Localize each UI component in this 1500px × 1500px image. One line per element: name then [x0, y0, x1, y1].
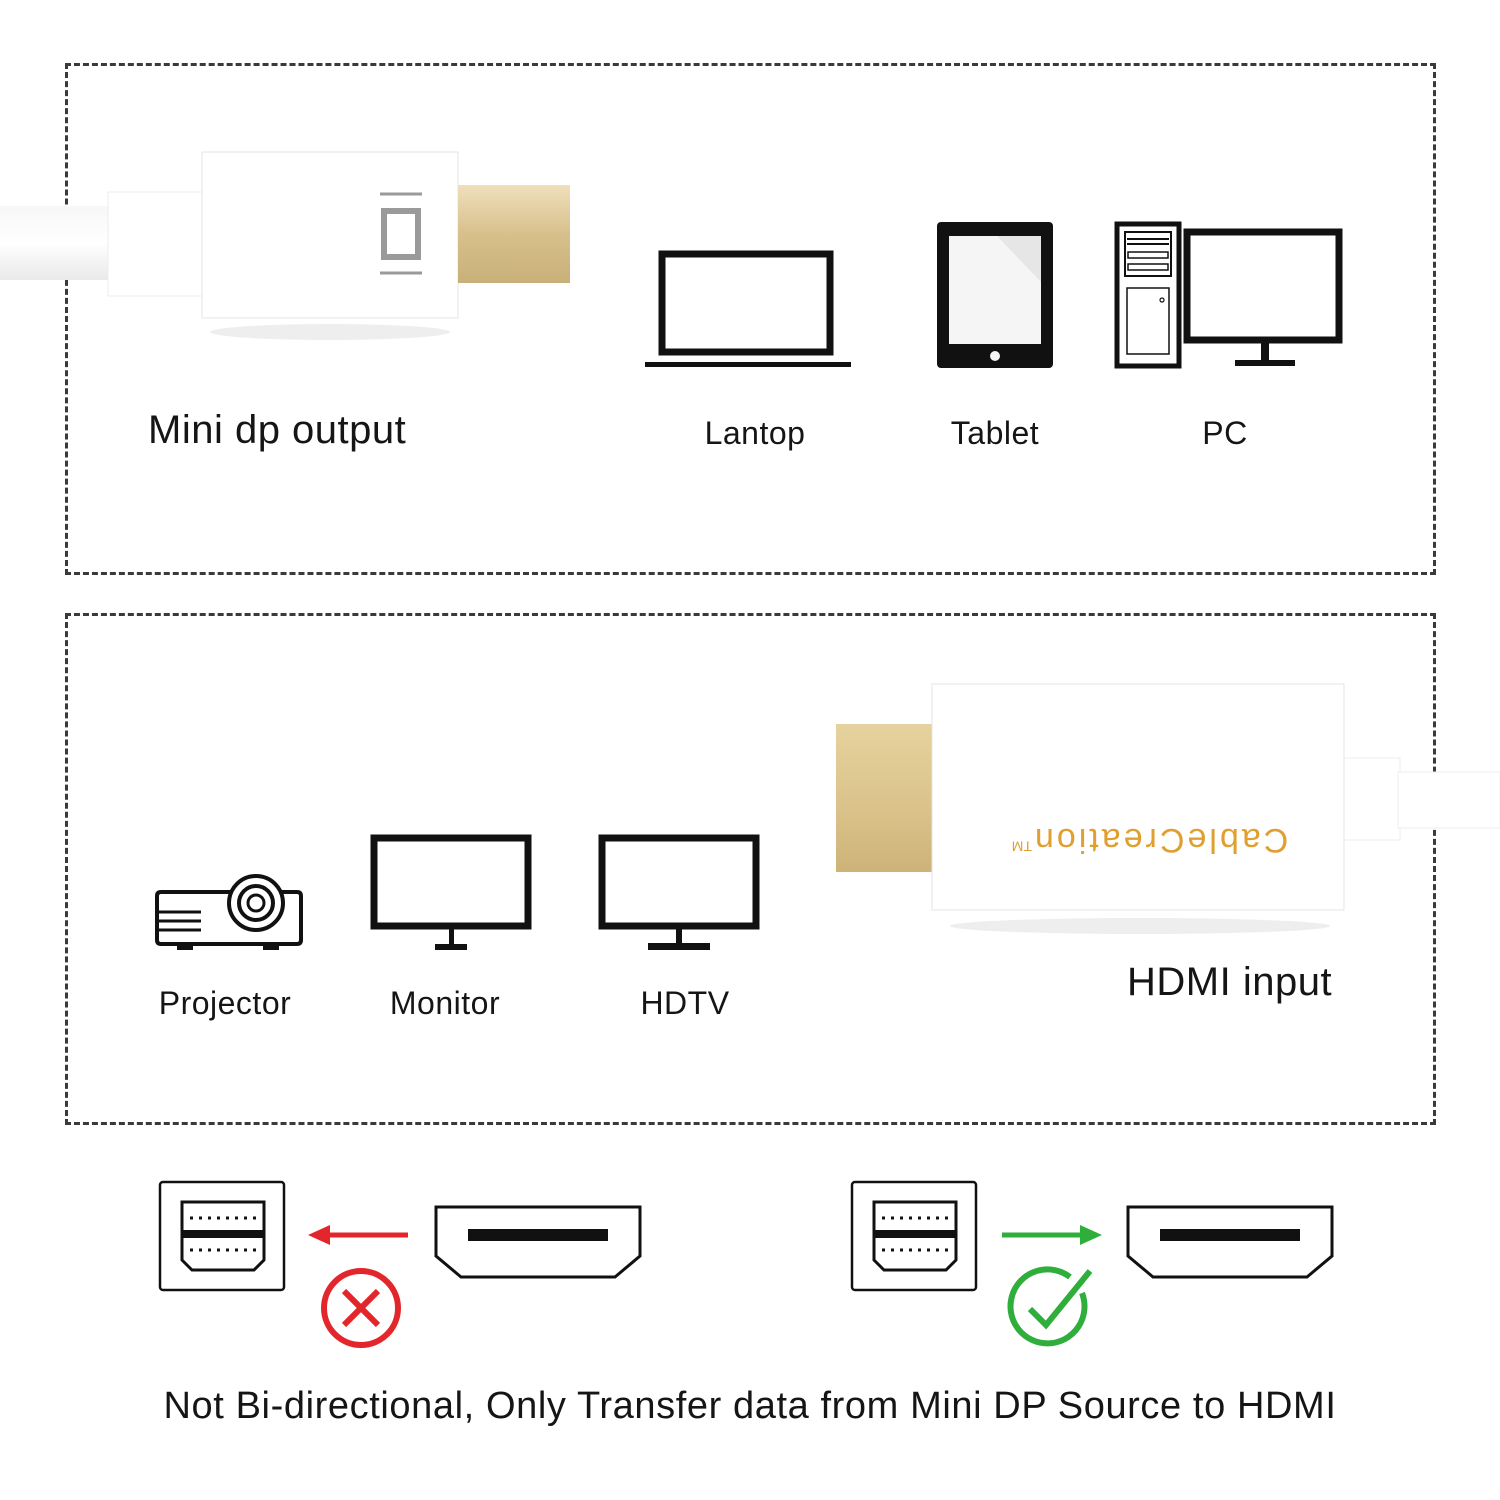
brand-trademark: TM — [1011, 838, 1032, 855]
hdmi-port-icon-right — [1126, 1205, 1334, 1279]
arrow-left-icon — [308, 1225, 408, 1245]
device-label-projector: Projector — [158, 985, 292, 1021]
target-label: HDMI input — [1127, 960, 1333, 1004]
destination-panel — [65, 613, 1436, 1125]
brand-name: CableCreation — [1031, 821, 1289, 859]
hdmi-plug-image — [836, 683, 1500, 934]
device-label-hdtv: HDTV — [640, 985, 730, 1021]
arrow-right-icon — [1002, 1225, 1102, 1245]
hdmi-port-icon-wrong — [434, 1205, 642, 1279]
device-label-pc: PC — [1202, 415, 1248, 451]
cross-circle-icon — [321, 1268, 401, 1348]
device-label-tablet: Tablet — [950, 415, 1040, 451]
mini-dp-port-icon-wrong — [158, 1180, 286, 1292]
mini-dp-port-icon-right — [850, 1180, 978, 1292]
tv-icon — [598, 834, 760, 950]
check-circle-icon — [1007, 1266, 1093, 1347]
footer-note: Not Bi-directional, Only Transfer data f… — [163, 1385, 1337, 1427]
desktop-pc-icon — [1114, 221, 1343, 369]
tablet-icon — [937, 222, 1053, 368]
laptop-icon — [645, 250, 851, 367]
brand-logo: CableCreationTM — [1005, 820, 1295, 859]
source-label: Mini dp output — [148, 408, 407, 452]
projector-icon — [155, 874, 303, 950]
device-label-laptop: Lantop — [704, 415, 806, 451]
source-panel — [65, 63, 1436, 575]
mini-dp-plug-image — [0, 151, 570, 340]
device-label-monitor: Monitor — [389, 985, 501, 1021]
monitor-icon — [370, 834, 532, 950]
